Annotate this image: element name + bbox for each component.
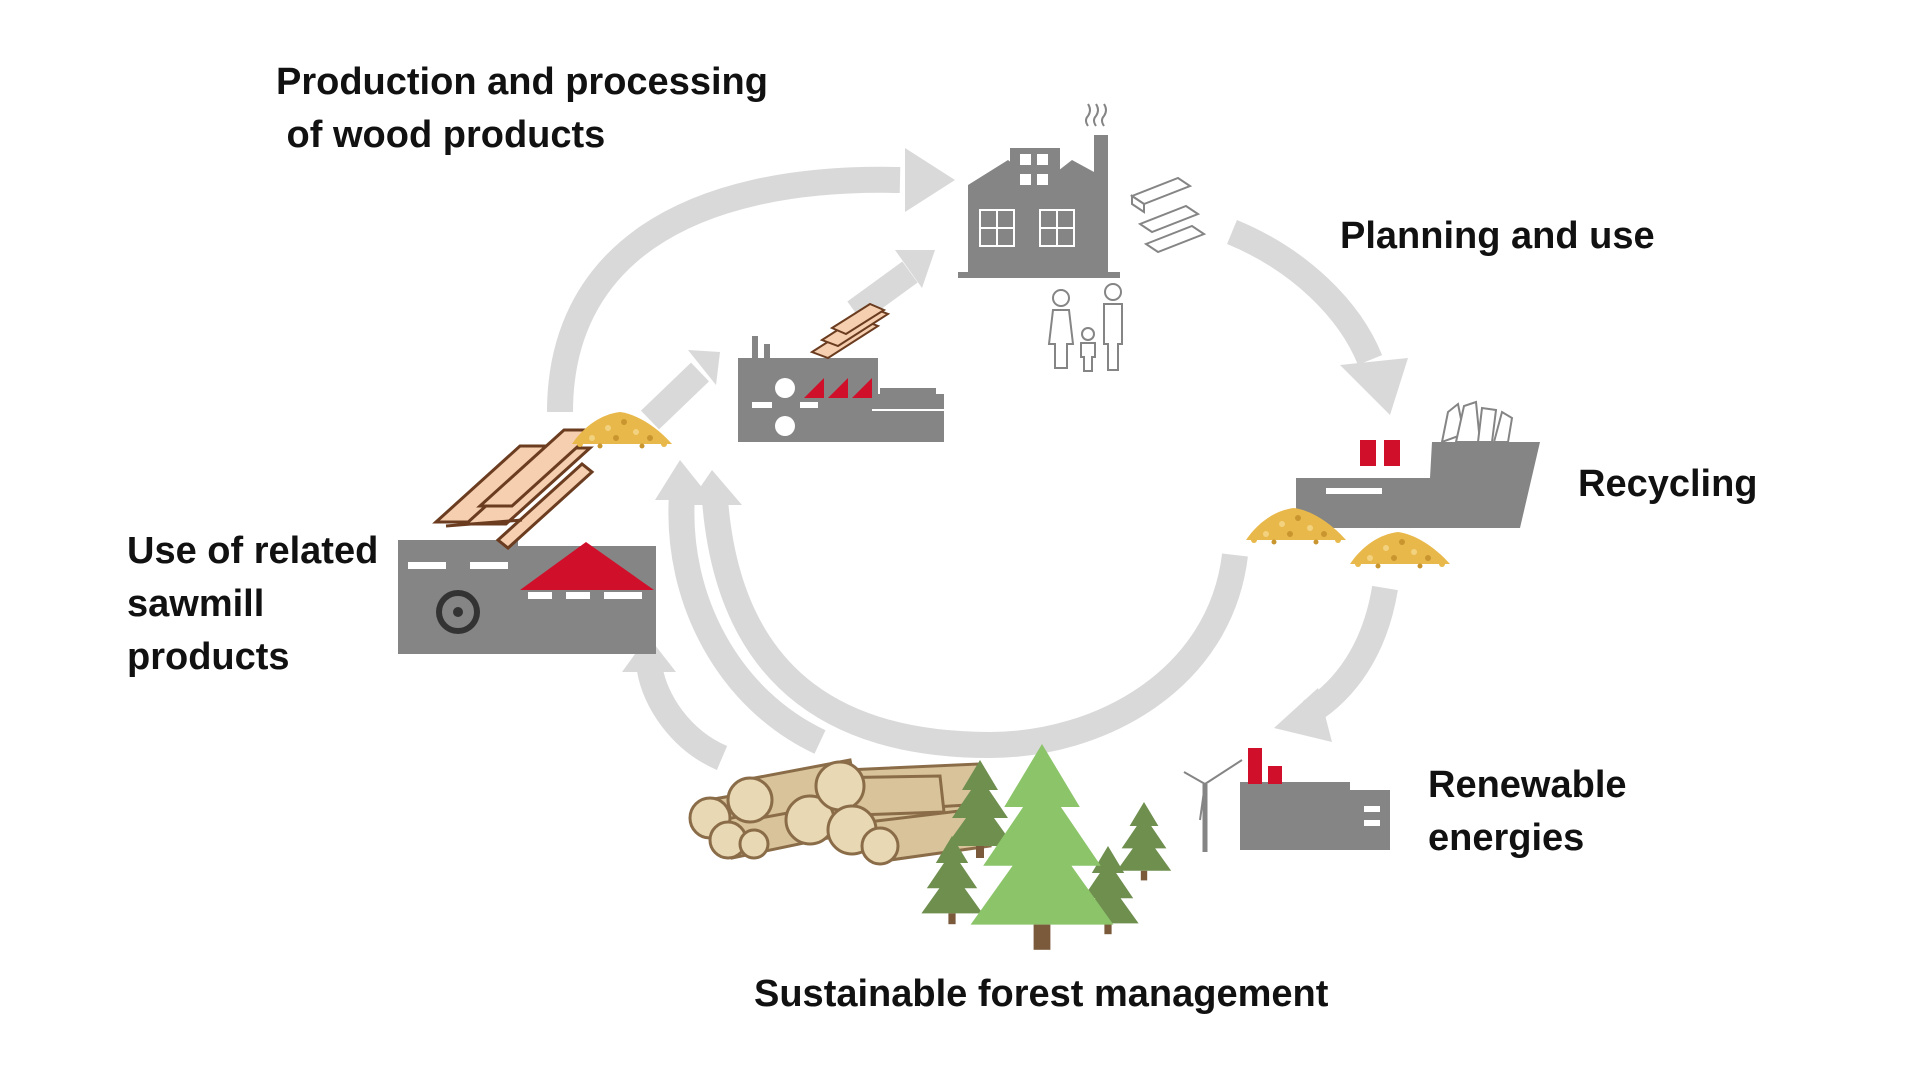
label-planning: Planning and use	[1340, 215, 1655, 257]
recycling-plant-icon	[1296, 400, 1540, 528]
arrow-recycling-loop	[702, 498, 1248, 759]
power-plant-icon	[1240, 748, 1390, 850]
sawdust-pile-icon	[1350, 532, 1450, 569]
arrow-logs-to-production	[668, 494, 826, 754]
label-renewable: Renewable energies	[1428, 764, 1627, 859]
arrow-logs-to-sawmill	[637, 667, 728, 770]
lumber-stack-icon	[432, 428, 600, 550]
arrow-to-small-factory	[640, 362, 710, 430]
wind-turbine-icon	[1183, 759, 1243, 852]
saw-blade-icon	[436, 590, 480, 634]
label-forest: Sustainable forest management	[754, 973, 1329, 1015]
cycle-arrows	[547, 148, 1408, 770]
label-sawmill: Use of related sawmill products	[127, 530, 379, 678]
label-recycling: Recycling	[1578, 463, 1758, 505]
sawmill-icon	[398, 540, 656, 654]
arrow-to-energies	[1302, 585, 1398, 724]
arrow-to-planning	[1226, 219, 1383, 366]
factory-icon	[958, 103, 1120, 278]
family-icon	[1047, 283, 1123, 372]
lumber-stack-icon	[1129, 176, 1207, 254]
sawmill-factory-icon	[738, 336, 944, 442]
arrow-inner-to-production	[847, 261, 918, 323]
arrow-sawmill-to-production	[547, 166, 901, 413]
small-lumber-icon	[809, 302, 891, 360]
label-production: Production and processing of wood produc…	[276, 61, 768, 156]
